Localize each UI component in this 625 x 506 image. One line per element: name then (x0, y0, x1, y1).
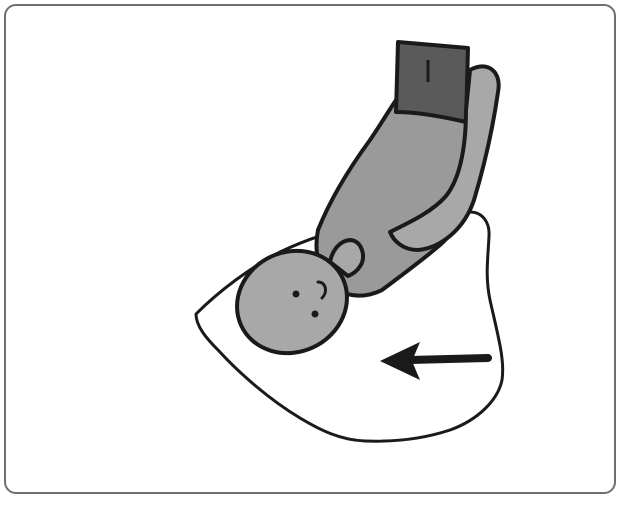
sleeve-cuff (396, 42, 468, 122)
baby-eye-left (293, 291, 300, 298)
baby-eye-right (312, 311, 319, 318)
